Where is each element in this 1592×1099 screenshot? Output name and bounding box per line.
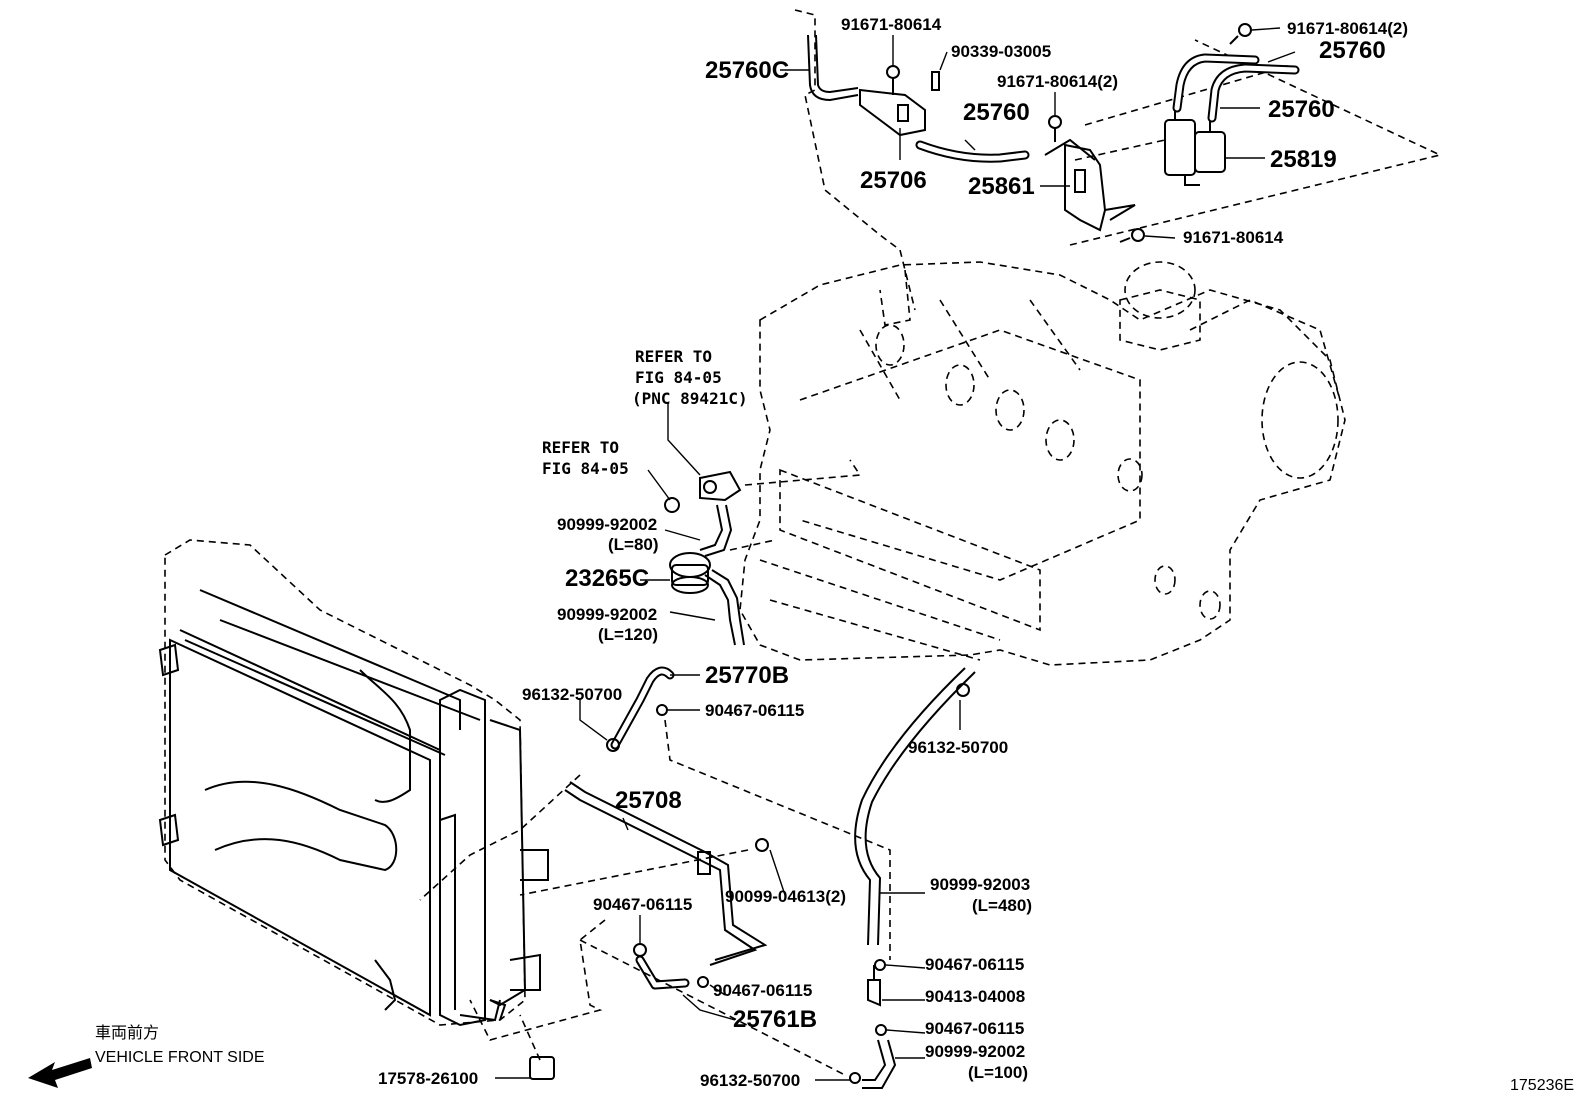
refer-to-1-line3: (PNC 89421C) bbox=[632, 389, 748, 408]
clamp-icon bbox=[849, 1072, 861, 1084]
clamp-icon bbox=[633, 943, 647, 957]
bolt-icon bbox=[1119, 228, 1145, 243]
front-direction-en: VEHICLE FRONT SIDE bbox=[95, 1049, 265, 1066]
label-90999-92002-c-length: (L=100) bbox=[968, 1063, 1028, 1082]
refer-to-2-line2: FIG 84-05 bbox=[542, 459, 629, 478]
label-90467-06115-e: 90467-06115 bbox=[925, 1019, 1024, 1038]
clamp-icon bbox=[874, 959, 886, 971]
part-labels: 25760C 91671-80614 90339-03005 25760 257… bbox=[95, 15, 1574, 1094]
bracket-25861 bbox=[1044, 138, 1136, 232]
front-direction-jp: 車両前方 bbox=[95, 1023, 159, 1042]
label-90999-92002-c: 90999-92002 bbox=[925, 1042, 1025, 1061]
label-90339-03005: 90339-03005 bbox=[951, 42, 1051, 61]
hose-25760-middle bbox=[915, 140, 1030, 163]
label-90467-06115-c: 90467-06115 bbox=[925, 955, 1024, 974]
bolt-icon bbox=[755, 838, 769, 852]
bolt-icon bbox=[886, 65, 900, 95]
bracket-25706 bbox=[859, 88, 926, 137]
label-90999-92002-a-length: (L=80) bbox=[608, 535, 659, 554]
hoses-25760-top bbox=[1172, 53, 1300, 123]
label-90467-06115-a: 90467-06115 bbox=[705, 701, 804, 720]
label-96132-50700-b: 96132-50700 bbox=[908, 738, 1008, 757]
connection-guides bbox=[419, 459, 891, 1076]
bolt-icon bbox=[1229, 23, 1252, 45]
clamp-icon bbox=[956, 683, 970, 697]
label-91671-80614-a: 91671-80614 bbox=[841, 15, 942, 34]
label-91671-80614-2b: 91671-80614(2) bbox=[1287, 19, 1408, 38]
bolt-icon bbox=[1048, 115, 1062, 142]
cap-17578-26100 bbox=[529, 1056, 555, 1080]
label-90999-92002-b-length: (L=120) bbox=[598, 625, 658, 644]
label-90999-92003: 90999-92003 bbox=[930, 875, 1030, 894]
clamp-icon bbox=[656, 704, 668, 716]
label-25819: 25819 bbox=[1270, 146, 1337, 173]
refer-to-2-line1: REFER TO bbox=[542, 438, 619, 457]
engine-outline bbox=[739, 261, 1346, 666]
label-25708: 25708 bbox=[615, 787, 682, 814]
label-96132-50700-c: 96132-50700 bbox=[700, 1071, 800, 1090]
label-90467-06115-b: 90467-06115 bbox=[593, 895, 692, 914]
vsv-23265c bbox=[669, 552, 711, 594]
label-25761b: 25761B bbox=[733, 1006, 817, 1033]
label-90999-92003-length: (L=480) bbox=[972, 896, 1032, 915]
label-91671-80614-b: 91671-80614 bbox=[1183, 228, 1284, 247]
label-17578-26100: 17578-26100 bbox=[378, 1069, 478, 1088]
hose-25770b bbox=[610, 666, 675, 750]
figure-id: 175236E bbox=[1510, 1077, 1574, 1094]
label-25760-middle: 25760 bbox=[963, 99, 1030, 126]
refer-to-1-line1: REFER TO bbox=[635, 347, 712, 366]
hose-25760c bbox=[807, 34, 859, 102]
vacuum-sensor-part bbox=[664, 470, 742, 513]
hose-25761b bbox=[635, 955, 690, 990]
label-25760c: 25760C bbox=[705, 57, 789, 84]
label-96132-50700-a: 96132-50700 bbox=[522, 685, 622, 704]
hose-90999-92002-L120 bbox=[704, 569, 745, 646]
label-90999-92002-b: 90999-92002 bbox=[557, 605, 657, 624]
leader-lines bbox=[495, 27, 1296, 1081]
pipe-25708 bbox=[564, 781, 768, 966]
clamp-icon bbox=[875, 1024, 887, 1036]
clamp-icon bbox=[697, 976, 709, 988]
joint-90413-04008 bbox=[867, 965, 881, 1007]
label-25861: 25861 bbox=[968, 173, 1035, 200]
hose-90999-92002-L80 bbox=[699, 504, 733, 557]
hose-90999-92002-L100 bbox=[862, 1039, 897, 1089]
label-90099-04613: 90099-04613(2) bbox=[725, 887, 846, 906]
label-25770b: 25770B bbox=[705, 662, 789, 689]
label-25760-top: 25760 bbox=[1319, 37, 1386, 64]
label-91671-80614-2a: 91671-80614(2) bbox=[997, 72, 1118, 91]
clamp-icon bbox=[606, 738, 620, 752]
front-direction-arrow-icon bbox=[28, 1058, 92, 1088]
bolt-icon bbox=[931, 71, 940, 91]
refer-to-1-line2: FIG 84-05 bbox=[635, 368, 722, 387]
label-90467-06115-d: 90467-06115 bbox=[713, 981, 812, 1000]
radiator-assembly bbox=[158, 539, 549, 1027]
hose-90999-92003-L480 bbox=[854, 667, 976, 946]
label-23265c: 23265C bbox=[565, 565, 649, 592]
label-25760-right: 25760 bbox=[1268, 96, 1335, 123]
label-90999-92002-a: 90999-92002 bbox=[557, 515, 657, 534]
label-90413-04008: 90413-04008 bbox=[925, 987, 1025, 1006]
label-25706: 25706 bbox=[860, 167, 927, 194]
